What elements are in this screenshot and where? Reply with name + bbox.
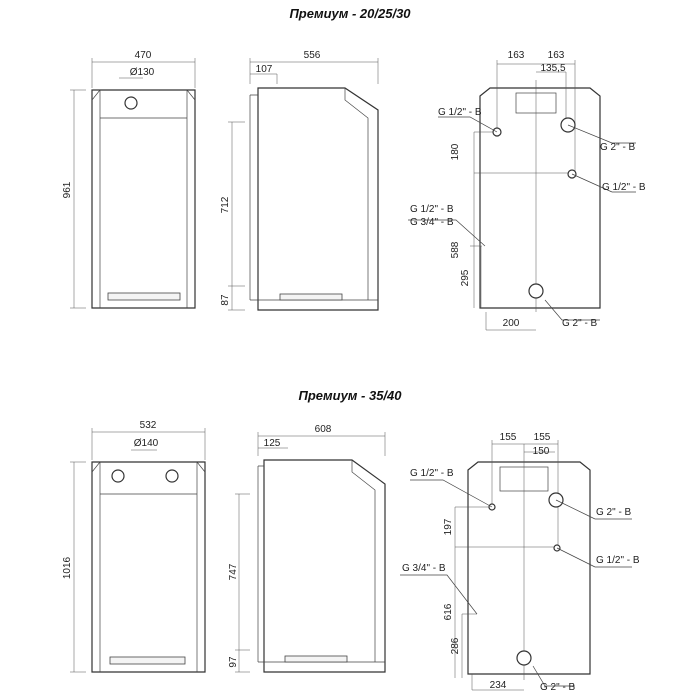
dim-h: 200 bbox=[503, 318, 520, 329]
dim-d2: 155 bbox=[534, 432, 551, 443]
dim-v3: 295 bbox=[460, 269, 471, 286]
side-view-bottom: 608 125 747 97 bbox=[228, 424, 386, 673]
dim-width: 532 bbox=[140, 420, 157, 431]
dim-offset: 125 bbox=[264, 438, 281, 449]
dim-height: 1016 bbox=[62, 556, 73, 579]
fitting-label: G 2" - B bbox=[562, 318, 598, 329]
dim-h1: 747 bbox=[228, 563, 239, 580]
dim-d3: 150 bbox=[533, 446, 550, 457]
front-view-top: 470 Ø130 961 bbox=[62, 50, 196, 309]
back-view-bottom: 155 155 150 197 616 286 234 G 1/2" - B G… bbox=[400, 432, 640, 693]
dim-flue: Ø140 bbox=[134, 438, 159, 449]
dim-h1: 712 bbox=[220, 196, 231, 213]
title-bottom: Премиум - 35/40 bbox=[298, 388, 402, 403]
fitting-label: G 1/2" - B bbox=[410, 468, 454, 479]
dim-v2: 616 bbox=[443, 603, 454, 620]
flue-outlet-icon bbox=[124, 96, 138, 110]
fitting-label: G 2" - B bbox=[540, 682, 576, 693]
dim-offset: 107 bbox=[256, 64, 273, 75]
dim-d1: 163 bbox=[508, 50, 525, 61]
dim-h: 234 bbox=[490, 680, 507, 691]
fitting-label: G 1/2" - B bbox=[596, 555, 640, 566]
dim-v3: 286 bbox=[450, 637, 461, 654]
fitting-label: G 3/4" - B bbox=[402, 563, 446, 574]
dim-v2: 588 bbox=[450, 241, 461, 258]
dim-d3: 135,5 bbox=[540, 63, 565, 74]
dim-h2: 87 bbox=[220, 294, 231, 306]
dim-depth: 608 bbox=[315, 424, 332, 435]
dim-h2: 97 bbox=[228, 656, 239, 668]
fitting-label: G 1/2" - B bbox=[438, 107, 482, 118]
pipe-2in-icon bbox=[516, 650, 532, 666]
fitting-label: G 1/2" - B bbox=[602, 182, 646, 193]
dim-d1: 155 bbox=[500, 432, 517, 443]
fitting-label: G 1/2" - B bbox=[410, 204, 454, 215]
pipe-2in-icon bbox=[528, 283, 544, 299]
side-view-top: 556 107 712 87 bbox=[220, 50, 379, 311]
dim-width: 470 bbox=[135, 50, 152, 61]
dim-height: 961 bbox=[62, 181, 73, 198]
front-view-bottom: 532 Ø140 1016 bbox=[62, 420, 206, 673]
dim-depth: 556 bbox=[304, 50, 321, 61]
fitting-label: G 3/4" - B bbox=[410, 217, 454, 228]
dim-v1: 180 bbox=[450, 143, 461, 160]
dim-v1: 197 bbox=[443, 518, 454, 535]
flue-outlet-icon bbox=[111, 469, 125, 483]
fitting-label: G 2" - B bbox=[596, 507, 632, 518]
dim-flue: Ø130 bbox=[130, 67, 155, 78]
dim-d2: 163 bbox=[548, 50, 565, 61]
title-top: Премиум - 20/25/30 bbox=[289, 6, 411, 21]
back-view-top: 163 163 135,5 180 588 295 200 G 1/2" - B… bbox=[408, 50, 646, 331]
fitting-label: G 2" - B bbox=[600, 142, 636, 153]
